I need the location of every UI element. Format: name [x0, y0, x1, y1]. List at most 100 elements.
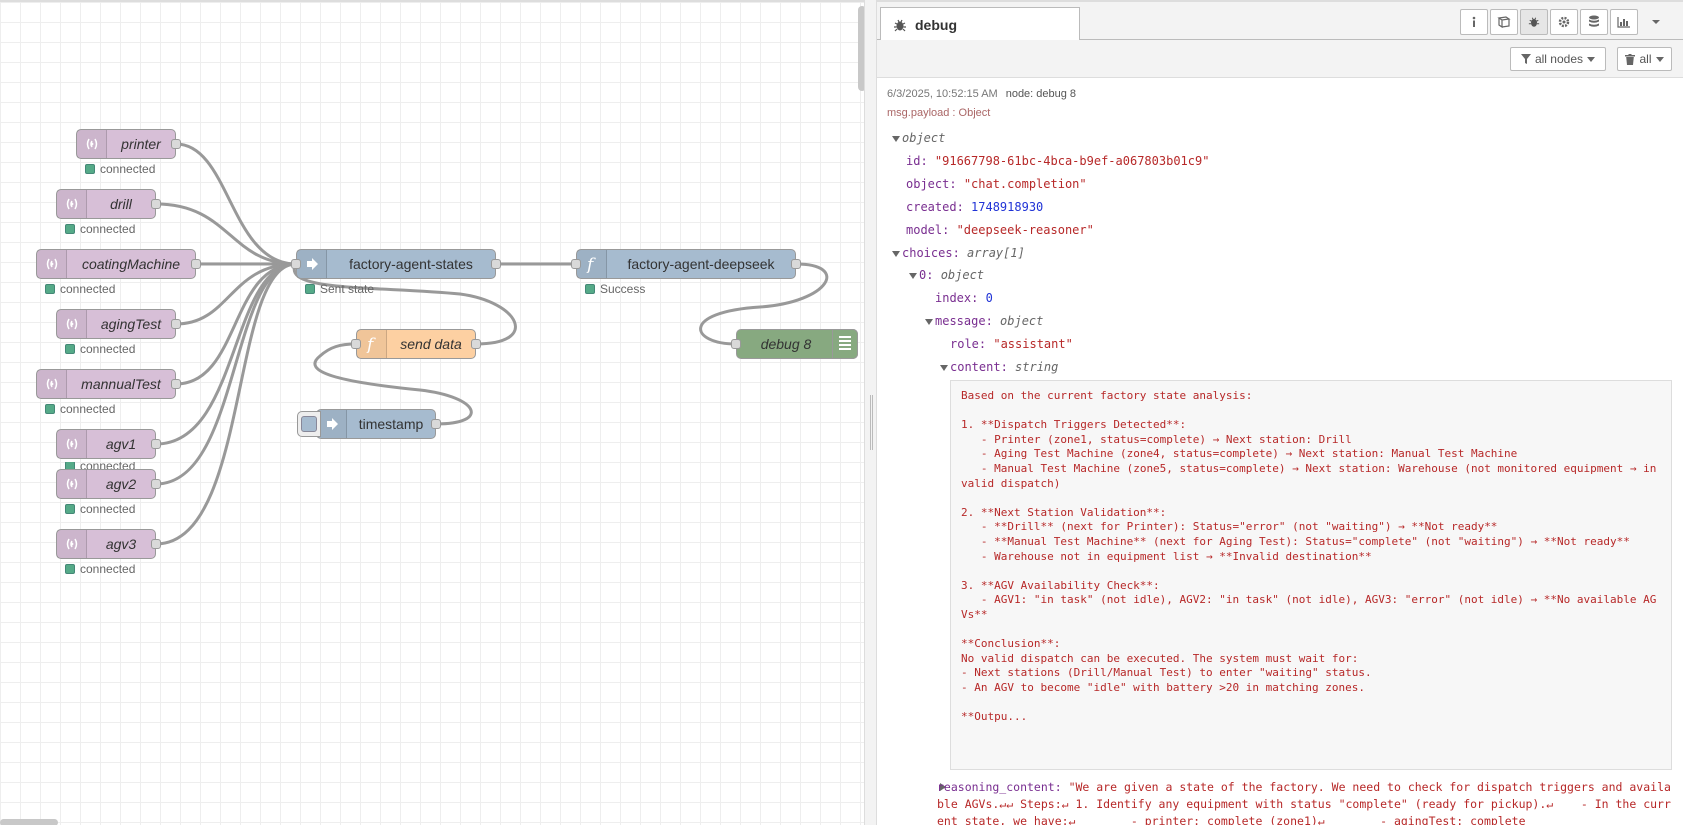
node-debug-8[interactable]: debug 8 — [731, 329, 858, 359]
message-topic[interactable]: msg.payload : Object — [887, 107, 991, 119]
inject-button[interactable] — [297, 411, 321, 437]
tree-row-reasoning[interactable]: reasoning_content: "We are given a state… — [937, 780, 1671, 825]
output-port[interactable] — [171, 379, 181, 389]
input-port[interactable] — [731, 339, 741, 349]
node-agv3[interactable]: agv3 — [56, 529, 161, 559]
tree-row-id: id: "91667798-61bc-4bca-b9ef-a067803b01c… — [906, 154, 1210, 168]
message-node: node: debug 8 — [1005, 88, 1077, 100]
tcp-in-icon — [57, 190, 87, 218]
node-status: Sent state — [305, 282, 374, 296]
output-port[interactable] — [151, 539, 161, 549]
bug-tab-icon[interactable] — [1520, 9, 1548, 35]
node-drill[interactable]: drill — [56, 189, 161, 219]
bug-icon — [894, 19, 906, 31]
tcp-in-icon — [57, 310, 87, 338]
output-port[interactable] — [791, 259, 801, 269]
book-icon[interactable] — [1490, 9, 1518, 35]
chart-icon[interactable] — [1610, 9, 1638, 35]
node-label: debug 8 — [760, 336, 812, 352]
output-port[interactable] — [171, 319, 181, 329]
node-factory-agent-states[interactable]: factory-agent-states — [291, 249, 501, 279]
node-timestamp[interactable]: timestamp — [297, 409, 441, 439]
debug-toolbar: all nodes all — [877, 40, 1683, 78]
node-label: coatingMachine — [81, 256, 181, 272]
node-label: timestamp — [358, 416, 424, 432]
debug-message-list[interactable]: 6/3/2025, 10:52:15 AM node: debug 8 msg.p… — [877, 79, 1683, 825]
node-label: mannualTest — [81, 376, 161, 392]
output-port[interactable] — [151, 439, 161, 449]
wire — [155, 262, 297, 486]
reasoning-expand-icon[interactable] — [940, 779, 946, 793]
function-icon: f — [577, 250, 607, 278]
node-send-data[interactable]: f send data — [351, 329, 481, 359]
message-meta: 6/3/2025, 10:52:15 AM node: debug 8 — [887, 88, 1076, 100]
wire — [313, 342, 473, 426]
tree-row-created: created: 1748918930 — [906, 200, 1044, 214]
tree-row-role: role: "assistant" — [950, 337, 1073, 351]
node-status: connected — [85, 162, 155, 176]
tcp-in-icon — [37, 250, 67, 278]
node-label: factory-agent-deepseek — [627, 256, 775, 272]
tcp-in-icon — [57, 470, 87, 498]
input-port[interactable] — [351, 339, 361, 349]
trash-icon — [1625, 53, 1636, 65]
node-status: connected — [65, 462, 135, 470]
node-status: Success — [585, 282, 645, 296]
splitter-grip — [870, 395, 873, 450]
input-port[interactable] — [571, 259, 581, 269]
node-label: drill — [110, 196, 132, 212]
wire — [155, 262, 297, 546]
canvas-horizontal-scrollbar[interactable] — [0, 819, 58, 825]
chevron-down-icon[interactable] — [1642, 9, 1670, 35]
debug-toggle-button[interactable] — [832, 329, 858, 359]
output-port[interactable] — [171, 139, 181, 149]
caret-down-icon — [1587, 56, 1596, 62]
node-label: printer — [121, 136, 161, 152]
node-status: connected — [65, 562, 135, 576]
node-aging-test[interactable]: agingTest — [56, 309, 181, 339]
sidebar-splitter[interactable] — [864, 0, 877, 825]
svg-text:f: f — [585, 255, 596, 273]
node-agv2[interactable]: agv2 — [56, 469, 161, 499]
wire — [699, 262, 829, 346]
flow-canvas[interactable]: printer connected drill connected coatin… — [0, 0, 864, 825]
node-printer[interactable]: printer — [76, 129, 181, 159]
output-port[interactable] — [151, 199, 161, 209]
tree-row-message[interactable]: message: object — [925, 314, 1043, 328]
node-factory-agent-deepseek[interactable]: f factory-agent-deepseek — [571, 249, 801, 279]
output-port[interactable] — [431, 419, 441, 429]
output-port[interactable] — [471, 339, 481, 349]
list-icon — [839, 336, 851, 352]
output-port[interactable] — [191, 259, 201, 269]
sidebar-tab-bar: debug — [877, 2, 1683, 41]
filter-nodes-button[interactable]: all nodes — [1510, 47, 1606, 71]
input-port[interactable] — [291, 259, 301, 269]
node-coating-machine[interactable]: coatingMachine — [36, 249, 201, 279]
clear-messages-button[interactable]: all — [1617, 47, 1672, 71]
node-label: send data — [400, 336, 462, 352]
tab-debug[interactable]: debug — [880, 7, 1080, 41]
output-port[interactable] — [151, 479, 161, 489]
svg-text:f: f — [365, 335, 376, 353]
tree-root[interactable]: object — [892, 131, 945, 145]
node-mannual-test[interactable]: mannualTest — [36, 369, 181, 399]
node-status: connected — [45, 282, 115, 296]
node-status: connected — [65, 342, 135, 356]
node-status: connected — [45, 402, 115, 416]
node-agv1[interactable]: agv1 — [56, 429, 161, 459]
tree-row-choice-0[interactable]: 0: object — [909, 268, 984, 282]
wire — [155, 262, 297, 446]
info-icon[interactable] — [1460, 9, 1488, 35]
message-timestamp: 6/3/2025, 10:52:15 AM — [887, 88, 998, 100]
gear-icon[interactable] — [1550, 9, 1578, 35]
wire — [155, 202, 297, 266]
wires-layer — [155, 142, 829, 546]
node-label: agingTest — [100, 316, 162, 332]
database-icon[interactable] — [1580, 9, 1608, 35]
tcp-in-icon — [77, 130, 107, 158]
tree-row-content[interactable]: content: string — [940, 360, 1058, 374]
content-string-box[interactable]: Based on the current factory state analy… — [950, 380, 1672, 770]
tree-row-choices[interactable]: choices: array[1] — [892, 246, 1025, 260]
canvas-vertical-scrollbar[interactable] — [858, 6, 864, 91]
output-port[interactable] — [491, 259, 501, 269]
